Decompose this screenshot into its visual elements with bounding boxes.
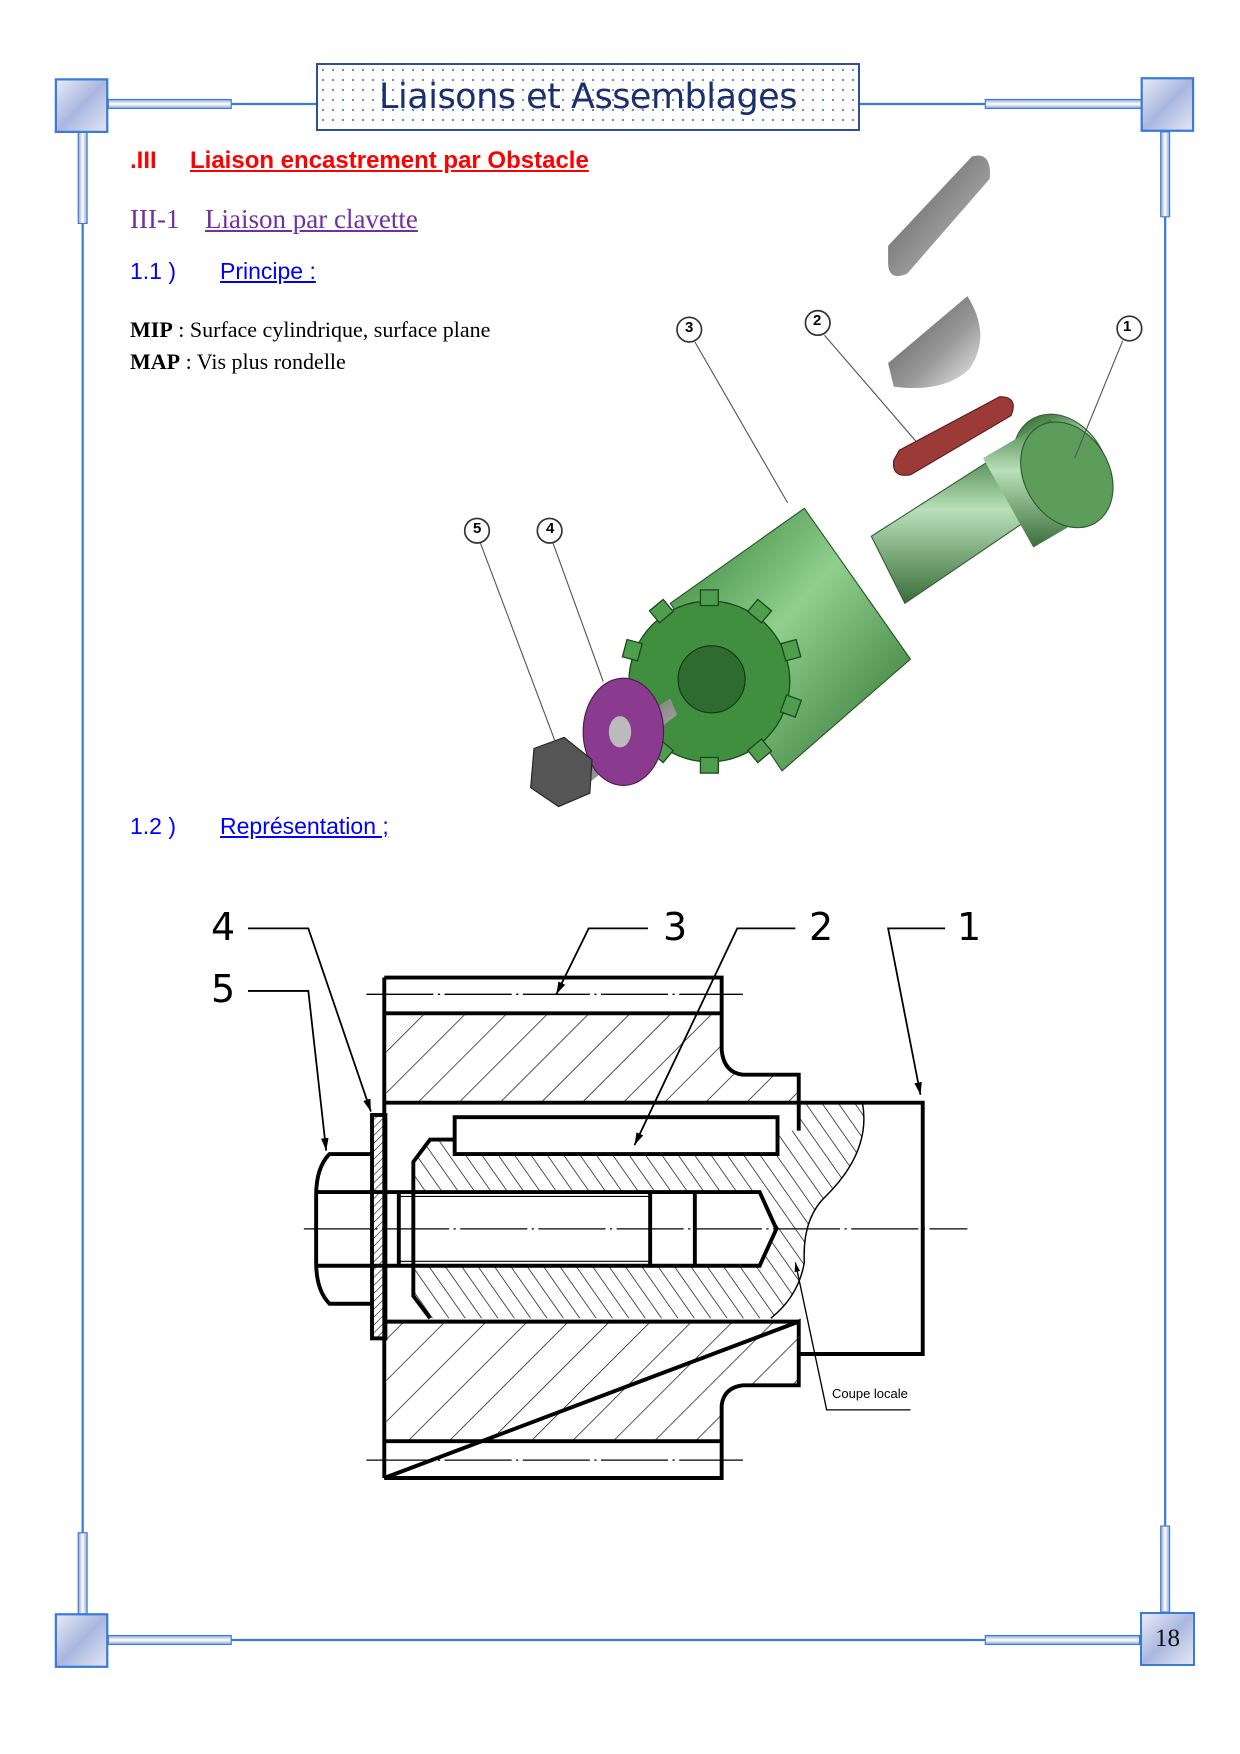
map-text: : Vis plus rondelle xyxy=(180,349,346,374)
section-number: .III xyxy=(130,147,157,174)
drawing-label-1: 1 xyxy=(957,905,982,949)
callout-3 xyxy=(676,316,703,343)
corner-bottom-left xyxy=(54,1613,109,1668)
callout-1 xyxy=(1116,315,1143,342)
drawing-label-5: 5 xyxy=(211,967,236,1011)
callout-label-1: 1 xyxy=(1123,318,1132,335)
drawing-label-2: 2 xyxy=(809,905,834,949)
representation-title: Représentation ; xyxy=(220,813,389,839)
callout-2 xyxy=(804,309,831,337)
page-header-title: Liaisons et Assemblages xyxy=(379,77,797,117)
callout-5 xyxy=(463,517,491,544)
callout-label-5: 5 xyxy=(473,520,482,537)
page-number: 18 xyxy=(1140,1612,1195,1666)
technical-drawing xyxy=(247,927,968,1480)
drawing-label-3: 3 xyxy=(663,905,688,949)
page-frame xyxy=(54,77,1195,1668)
mip-text: : Surface cylindrique, surface plane xyxy=(172,317,491,342)
principe-title: Principe : xyxy=(220,258,316,284)
corner-top-left xyxy=(54,78,109,133)
callout-label-4: 4 xyxy=(546,520,555,537)
callout-label-3: 3 xyxy=(685,319,694,336)
map-label: MAP xyxy=(130,349,181,374)
mip-line: MIP : Surface cylindrique, surface plane xyxy=(130,317,490,343)
callout-4 xyxy=(536,517,563,544)
map-line: MAP : Vis plus rondelle xyxy=(130,349,346,375)
exploded-3d-illustration xyxy=(463,155,1143,808)
principe-number: 1.1 ) xyxy=(130,258,177,284)
callout-label-2: 2 xyxy=(813,312,822,329)
subsection-title: Liaison par clavette xyxy=(205,204,418,234)
coupe-locale-note: Coupe locale xyxy=(832,1386,908,1401)
mip-label: MIP xyxy=(130,317,173,342)
section-title: Liaison encastrement par Obstacle xyxy=(190,147,589,174)
drawing-label-4: 4 xyxy=(211,905,236,949)
representation-number: 1.2 ) xyxy=(130,813,177,839)
header-title-box: Liaisons et Assemblages xyxy=(316,63,860,131)
subsection-number: III-1 xyxy=(130,204,180,234)
corner-top-right xyxy=(1140,77,1195,132)
